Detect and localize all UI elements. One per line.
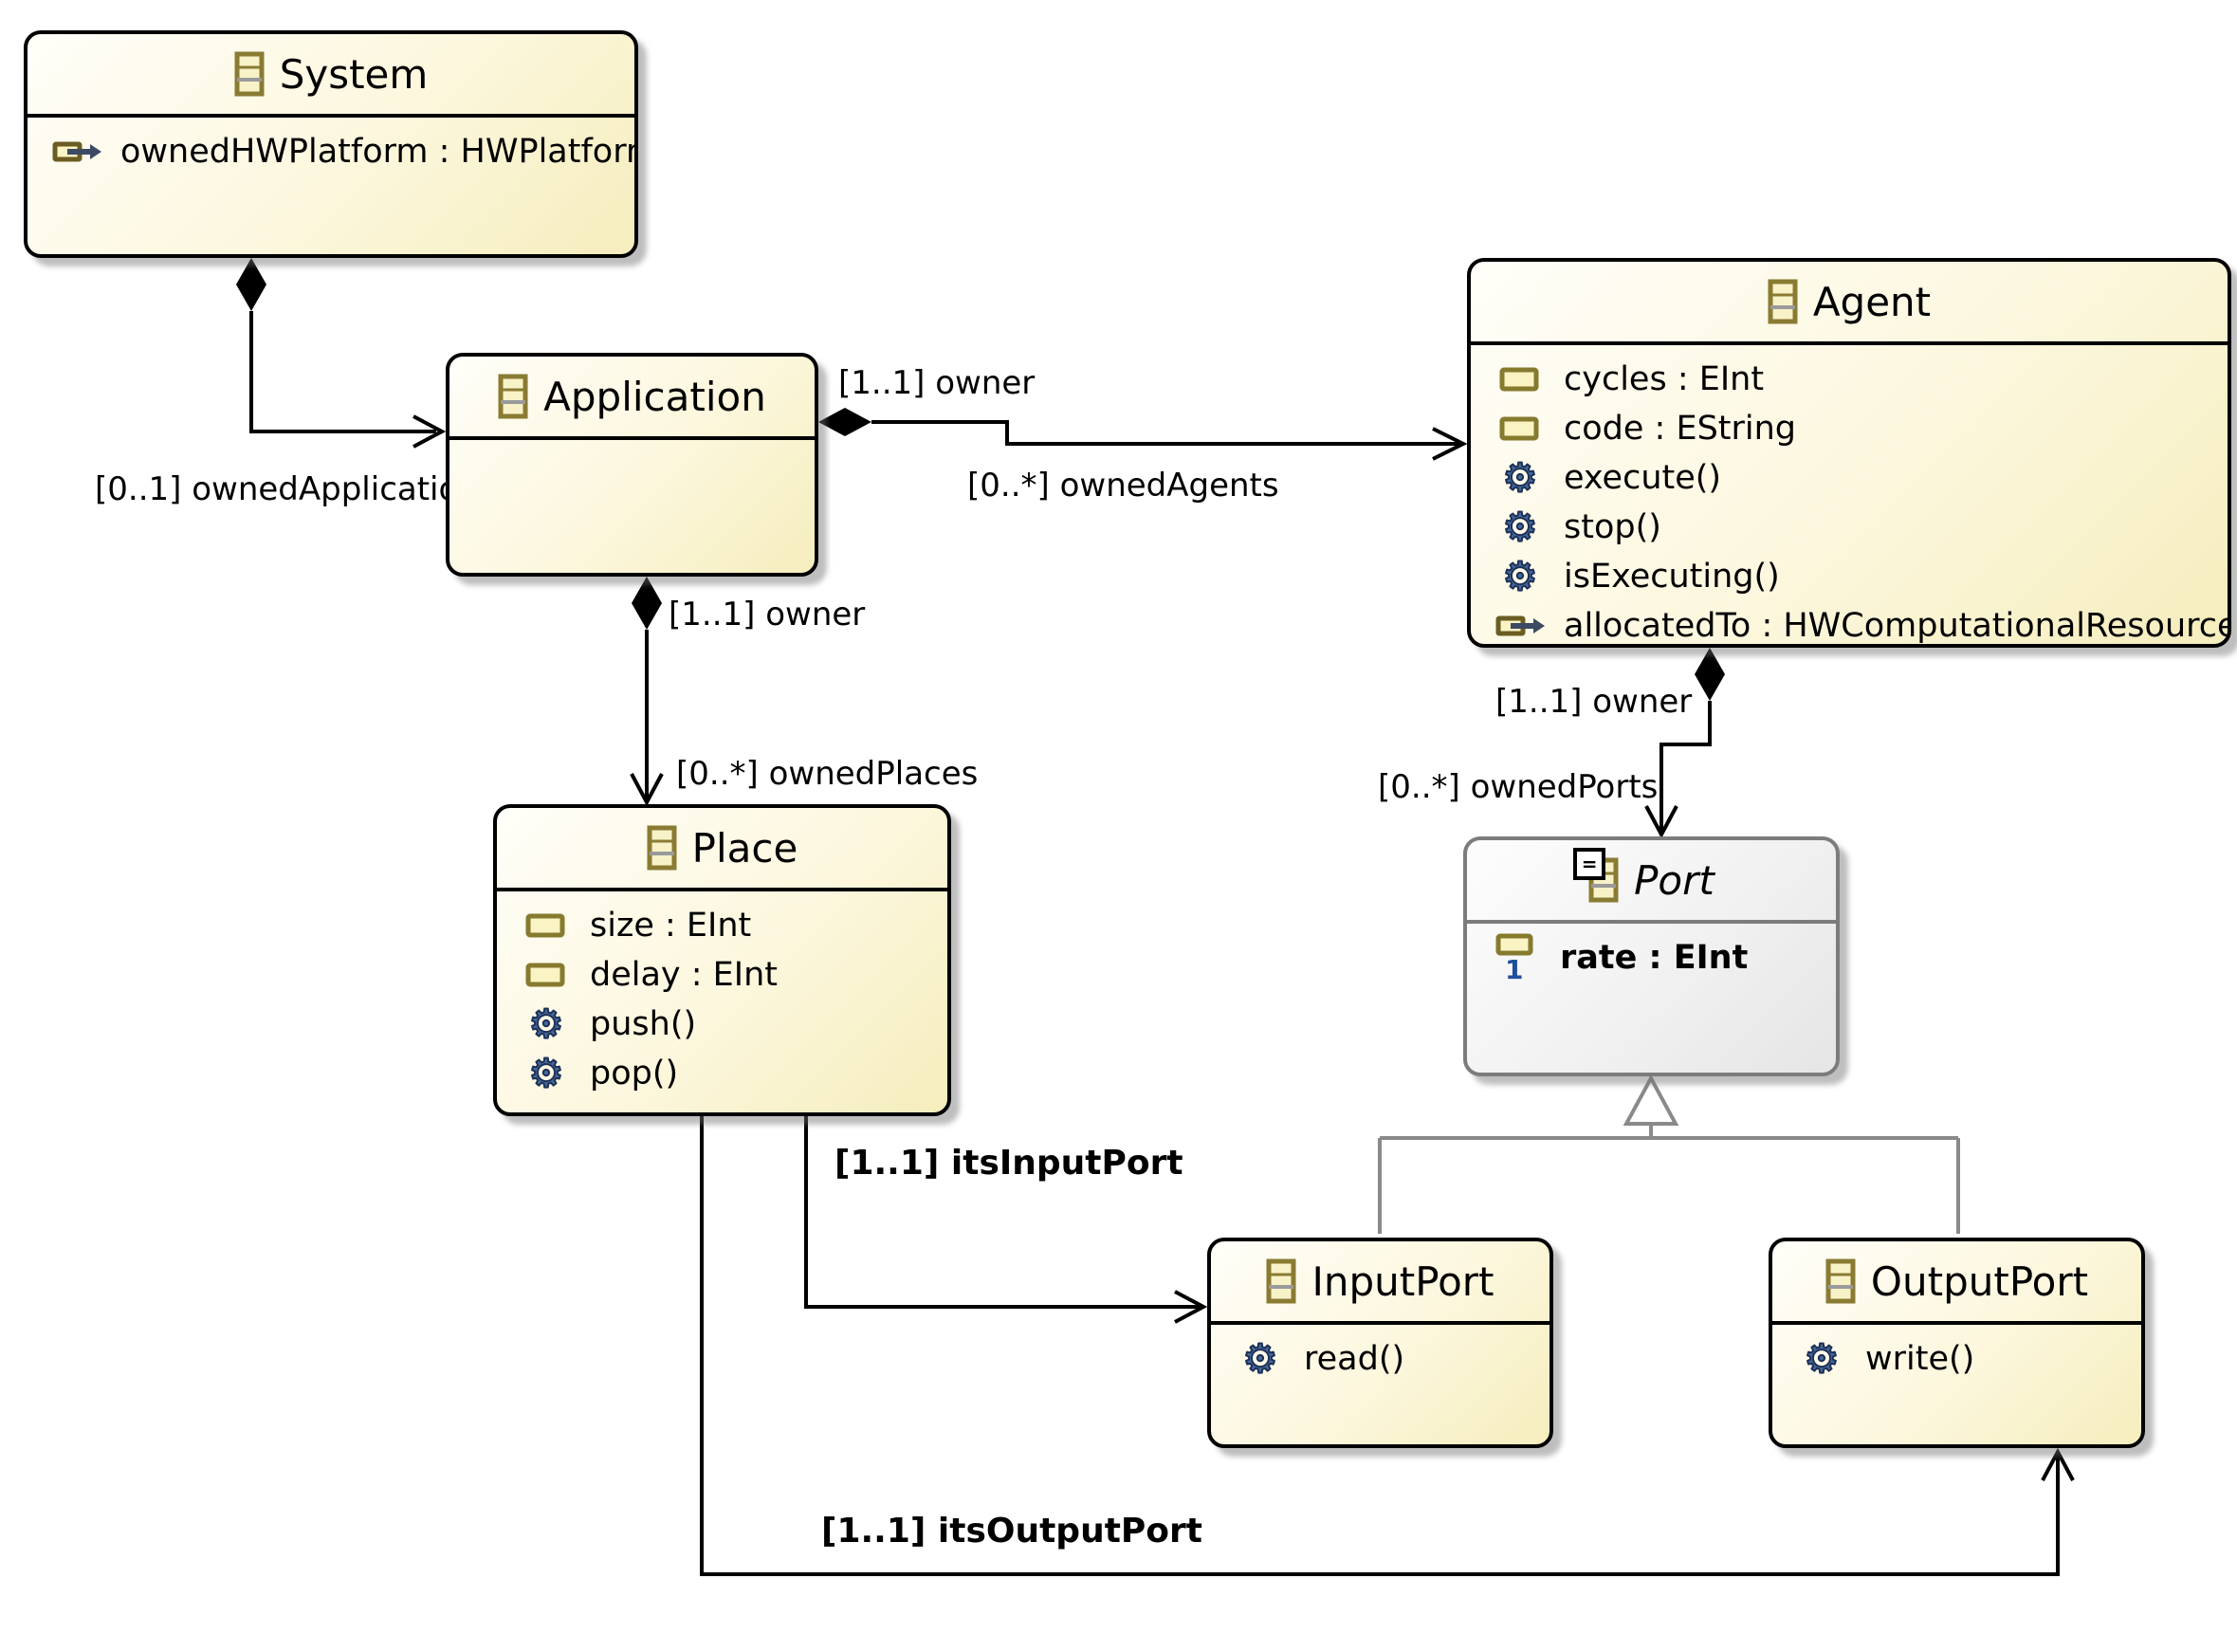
class-icon [1825,1258,1856,1304]
class-header: OutputPort [1772,1241,2141,1325]
class-header: InputPort [1211,1241,1549,1325]
class-title: InputPort [1311,1257,1494,1305]
operation-icon: ⚙ [1501,504,1539,550]
class-header: System [28,34,634,118]
abstract-marker-badge: = [1573,848,1606,880]
edge-owned-ports[interactable] [1644,648,1725,839]
member-row-reference[interactable]: ownedHWPlatform : HWPlatform [52,127,634,176]
operation-icon: ⚙ [1501,454,1539,501]
class-box-place[interactable]: Place size : EInt delay : EInt ⚙ push() ⚙ pop… [493,804,951,1116]
edge-label-owned-agents[interactable]: [0..*] ownedAgents [967,467,1279,505]
member-row-attribute[interactable]: delay : EInt [522,950,947,1000]
edge-label-its-input-port[interactable]: [1..1] itsInputPort [834,1144,1183,1183]
operation-icon: ⚙ [527,1050,565,1096]
reference-icon [1495,612,1545,640]
class-box-inputport[interactable]: InputPort ⚙ read() [1207,1238,1553,1448]
attribute-icon [1495,415,1545,442]
class-box-system[interactable]: System ownedHWPlatform : HWPlatform [24,30,638,258]
class-title: Port [1634,856,1714,904]
reference-icon [52,138,101,166]
member-label: push() [590,1005,697,1043]
edge-label-its-output-port[interactable]: [1..1] itsOutputPort [821,1512,1202,1551]
member-label: read() [1304,1340,1405,1378]
class-icon [1768,279,1798,324]
operation-icon: ⚙ [1241,1335,1279,1382]
member-label: allocatedTo : HWComputationalResource [1564,607,2228,645]
class-header: Place [497,808,947,891]
svg-text:1: 1 [1505,954,1523,982]
edge-label-owned-agents-owner[interactable]: [1..1] owner [838,364,1036,402]
member-label: isExecuting() [1564,558,1780,596]
attribute-icon [1495,366,1545,393]
member-row-attribute[interactable]: cycles : EInt [1495,355,2228,404]
member-label: stop() [1564,508,1661,546]
edge-label-owned-ports[interactable]: [0..*] ownedPorts [1378,768,1659,806]
operation-icon: ⚙ [527,1000,565,1047]
member-row-attribute-required[interactable]: 1 rate : EInt [1492,933,1836,982]
member-row-operation[interactable]: ⚙ read() [1236,1334,1549,1384]
attribute-icon [522,962,571,988]
member-row-operation[interactable]: ⚙ push() [522,1000,947,1049]
class-icon [498,374,528,419]
member-label: ownedHWPlatform : HWPlatform [120,133,634,171]
edge-owned-places[interactable] [630,577,664,807]
class-box-application[interactable]: Application [446,353,818,577]
member-label: pop() [590,1055,679,1092]
class-title: Application [543,373,766,420]
member-row-attribute[interactable]: code : EString [1495,404,2228,453]
class-header: = Port [1467,840,1836,924]
member-row-operation[interactable]: ⚙ stop() [1495,503,2228,552]
member-label: delay : EInt [590,956,779,994]
edge-owned-application[interactable] [236,258,447,449]
attribute-icon [522,912,571,939]
edge-label-owned-places[interactable]: [0..*] ownedPlaces [676,755,979,793]
class-icon [647,825,677,871]
edge-label-owned-ports-owner[interactable]: [1..1] owner [1495,683,1693,721]
operation-icon: ⚙ [1803,1335,1841,1382]
member-row-operation[interactable]: ⚙ pop() [522,1049,947,1098]
class-box-port[interactable]: = Port 1 rate : EInt [1463,836,1840,1076]
edge-label-owned-places-owner[interactable]: [1..1] owner [669,596,866,633]
attribute-required-icon: 1 [1492,933,1541,982]
member-label: rate : EInt [1560,939,1749,977]
member-label: write() [1865,1340,1975,1378]
abstract-class-icon: = [1573,848,1619,903]
edge-label-owned-application[interactable]: [0..1] ownedApplication [95,470,479,508]
edge-generalization-ports[interactable] [1378,1074,1960,1234]
class-header: Agent [1471,262,2228,345]
member-label: execute() [1564,459,1722,497]
class-title: Place [691,824,798,872]
class-icon [234,51,265,97]
class-title: System [279,50,429,98]
class-icon [1266,1258,1296,1304]
member-row-attribute[interactable]: size : EInt [522,901,947,950]
member-row-operation[interactable]: ⚙ isExecuting() [1495,552,2228,601]
member-label: size : EInt [590,907,752,945]
class-title: OutputPort [1870,1257,2089,1305]
class-header: Application [449,357,815,440]
class-box-agent[interactable]: Agent cycles : EInt code : EString ⚙ execut… [1467,258,2231,648]
member-row-operation[interactable]: ⚙ write() [1797,1334,2141,1384]
operation-icon: ⚙ [1501,553,1539,599]
member-label: cycles : EInt [1564,360,1765,398]
class-title: Agent [1812,278,1932,325]
edge-owned-agents[interactable] [818,408,1468,461]
member-row-operation[interactable]: ⚙ execute() [1495,453,2228,503]
member-row-reference[interactable]: allocatedTo : HWComputationalResource [1495,601,2228,651]
class-box-outputport[interactable]: OutputPort ⚙ write() [1769,1238,2145,1448]
member-label: code : EString [1564,410,1797,448]
